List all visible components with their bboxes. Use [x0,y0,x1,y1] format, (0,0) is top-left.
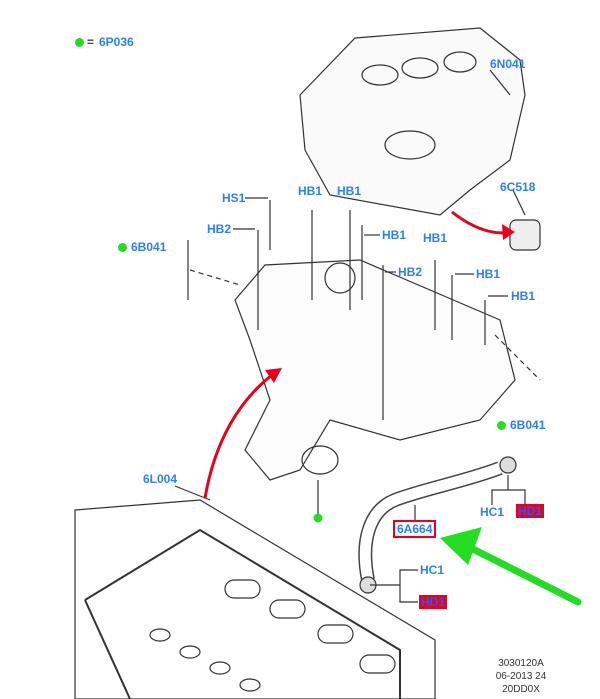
label-hb1[interactable]: HB1 [511,289,536,303]
green-dot [118,243,127,252]
label-hd1-highlighted[interactable]: HD1 [516,504,545,518]
label-hb1[interactable]: HB1 [337,184,362,198]
diagram-reference: 3030120A 06-2013 24 20DD0X [490,657,552,696]
label-hb2[interactable]: HB2 [207,222,232,236]
reference-date: 06-2013 24 [495,671,547,682]
label-hb1[interactable]: HB1 [423,231,448,245]
label-6B041[interactable]: 6B041 [510,418,546,432]
label-6B041[interactable]: 6B041 [131,240,167,254]
gasket-kit-box [74,499,436,699]
label-hs1[interactable]: HS1 [222,191,246,205]
legend-code: 6P036 [99,35,134,49]
rubber-mount [509,219,541,251]
engine-cover [299,27,526,216]
label-hb1[interactable]: HB1 [476,267,501,281]
reference-model: 20DD0X [502,684,540,695]
label-hd1-highlighted[interactable]: HD1 [419,595,448,609]
reference-code: 3030120A [498,658,544,669]
green-dot [497,421,506,430]
legend-dot [75,38,84,47]
green-arrow [461,541,582,606]
legend-equals: = [87,35,95,49]
label-6L004[interactable]: 6L004 [143,472,178,486]
label-hc1[interactable]: HC1 [420,563,445,577]
label-hb1[interactable]: HB1 [382,228,407,242]
label-6A664-highlighted[interactable]: 6A664 [393,520,437,538]
label-hb2[interactable]: HB2 [398,265,423,279]
label-6N041[interactable]: 6N041 [490,57,526,71]
label-hc1[interactable]: HC1 [480,505,505,519]
label-hb1[interactable]: HB1 [298,184,323,198]
label-6C518[interactable]: 6C518 [500,180,536,194]
red-arrow-gasket [203,373,273,499]
red-arrow-cover [451,210,511,235]
